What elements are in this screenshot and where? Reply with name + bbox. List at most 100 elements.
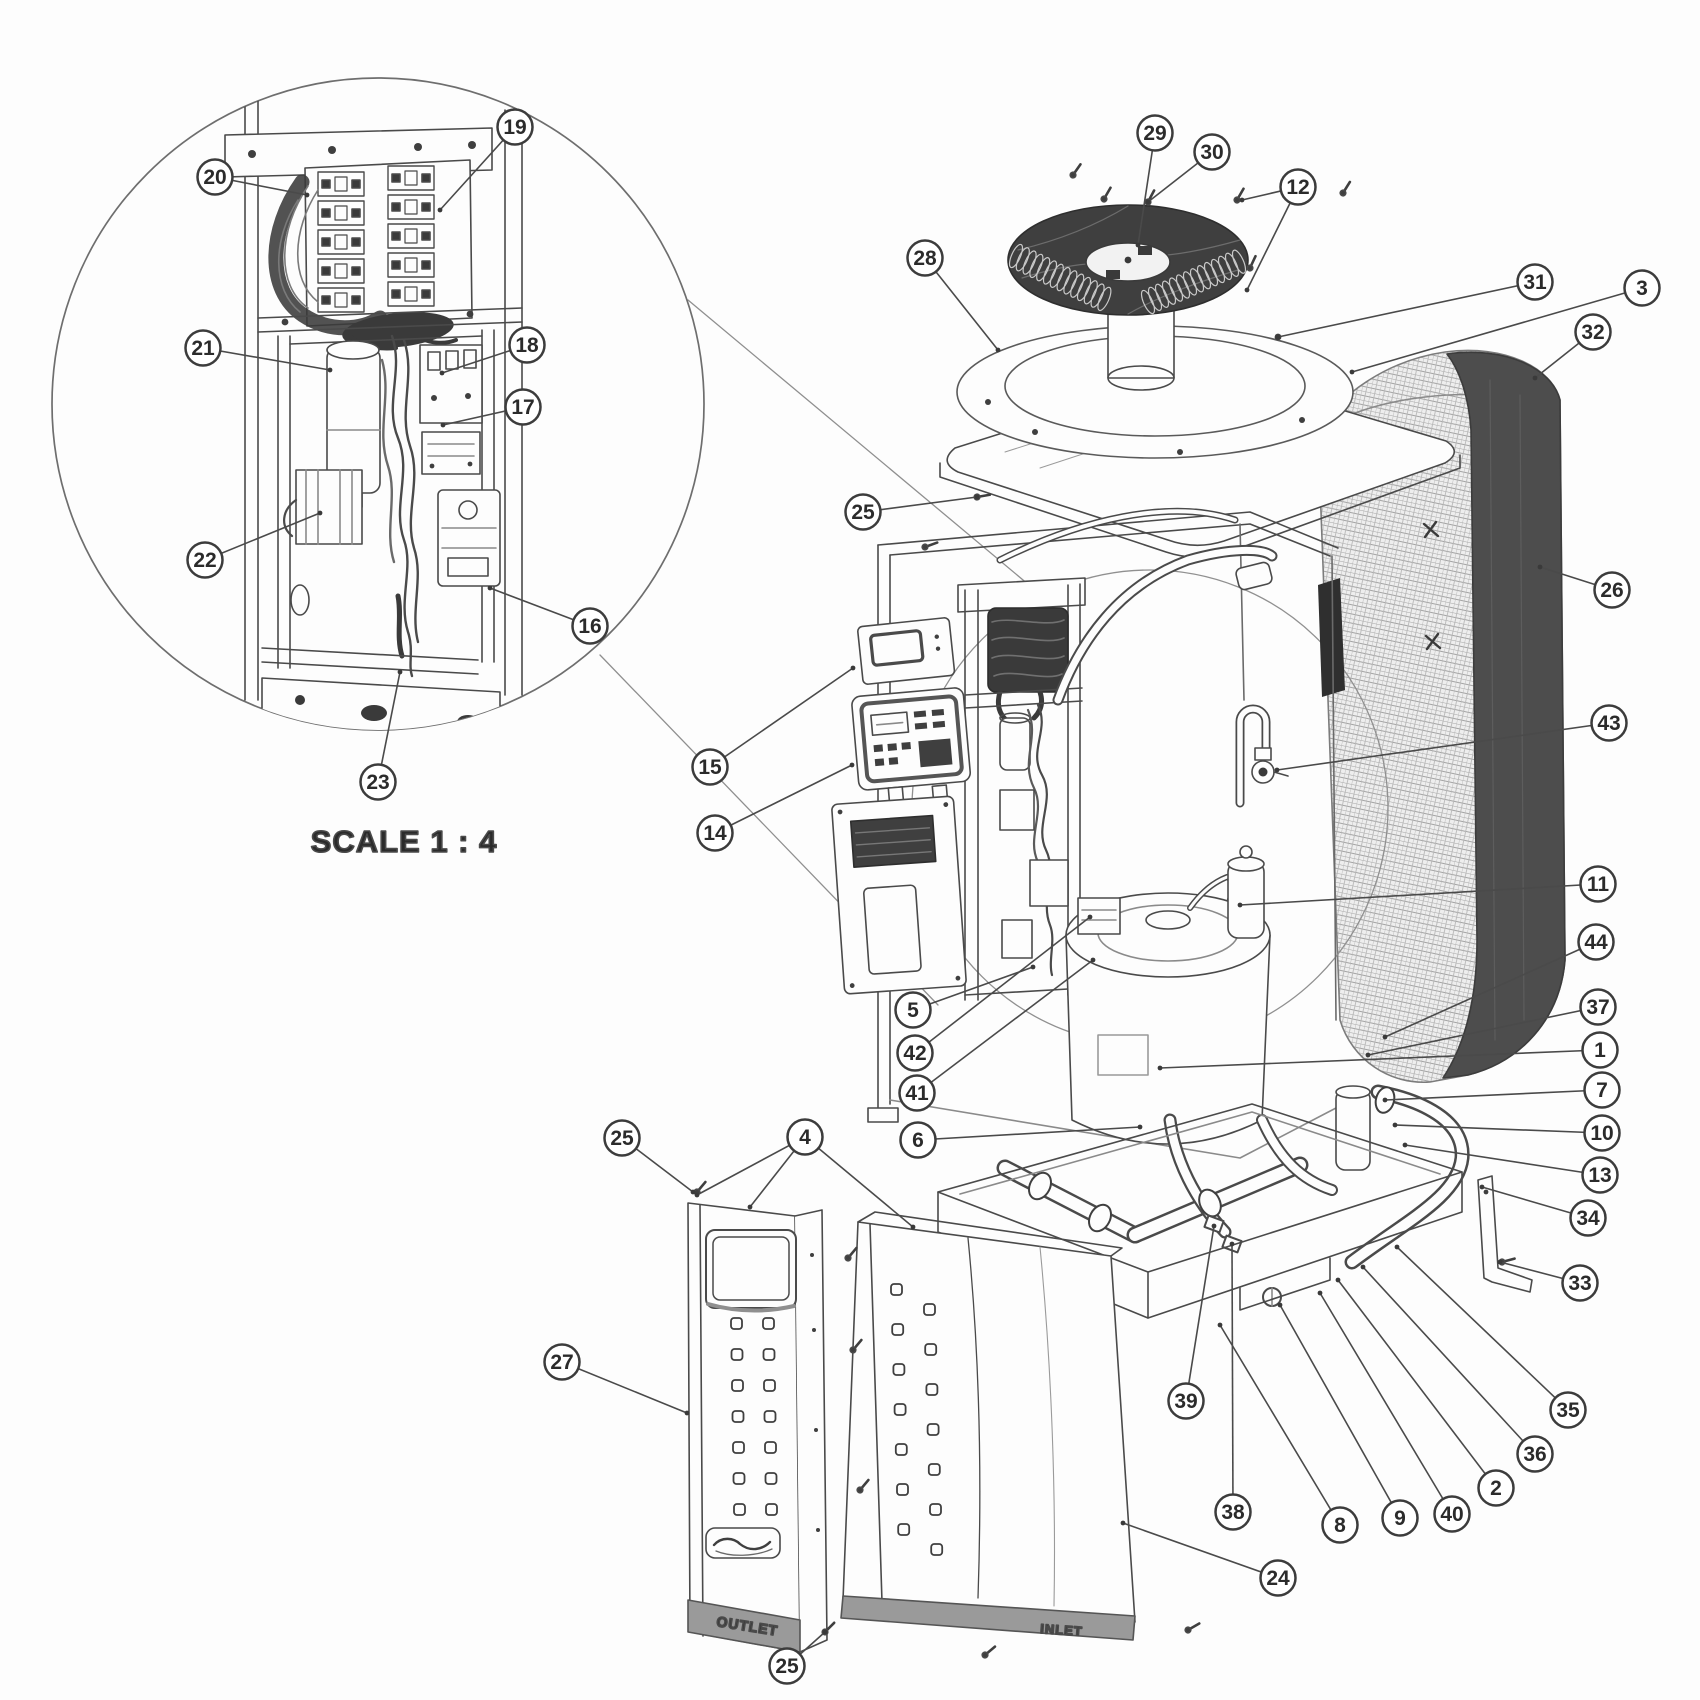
coil-clip xyxy=(1424,632,1442,651)
leader-dot-26 xyxy=(1537,564,1543,570)
vent-hole xyxy=(891,1323,905,1336)
leader-dot-42 xyxy=(1087,914,1093,920)
terminal-block xyxy=(317,229,365,255)
leader-dot-24 xyxy=(1120,1520,1126,1526)
leader-dot-4 xyxy=(910,1224,916,1230)
fan-rib xyxy=(1097,286,1112,312)
front-panel-right: INLET xyxy=(840,1211,1136,1641)
fan-rib xyxy=(1203,261,1219,287)
callout-number-42: 42 xyxy=(903,1042,926,1065)
callout-circle-10 xyxy=(1583,1114,1621,1152)
callout-number-25b: 25 xyxy=(610,1127,634,1150)
callout-circle-37 xyxy=(1579,988,1617,1026)
callout-circle-13 xyxy=(1581,1156,1619,1194)
callout-circle-3 xyxy=(1623,269,1661,307)
leader-dot-27 xyxy=(684,1410,690,1416)
terminal-block xyxy=(387,194,435,220)
leader-line-39 xyxy=(1185,1225,1215,1402)
vent-hole xyxy=(897,1523,911,1536)
callout-1: 1 xyxy=(1581,1031,1619,1069)
leader-dot-37 xyxy=(1365,1052,1371,1058)
fan-rib xyxy=(1147,286,1163,312)
leader-dot-3 xyxy=(1349,369,1355,375)
callout-32: 32 xyxy=(1574,313,1612,351)
fan-rib xyxy=(1076,276,1092,302)
screw xyxy=(1233,187,1245,204)
callout-44: 44 xyxy=(1577,923,1615,961)
leader-dot-19 xyxy=(437,207,443,213)
leader-line-41 xyxy=(916,959,1094,1094)
terminal-block xyxy=(387,252,435,278)
leader-dot-17 xyxy=(440,422,446,428)
leader-dot-2 xyxy=(1335,1277,1341,1283)
leader-line-21 xyxy=(202,347,331,371)
leader-line-44 xyxy=(1384,941,1597,1038)
callout-13: 13 xyxy=(1581,1156,1619,1194)
callout-number-32: 32 xyxy=(1581,321,1604,344)
mounting-bracket xyxy=(1477,1175,1533,1293)
fan-hub-cap xyxy=(1124,256,1132,264)
leader-dot-33 xyxy=(1497,1259,1503,1265)
leader-dot-25a xyxy=(974,494,980,500)
leader-line-13 xyxy=(1404,1144,1601,1176)
fan-rib xyxy=(1161,280,1177,305)
vent-hole xyxy=(894,1443,908,1456)
vent-hole xyxy=(732,1472,746,1485)
leader-line-2 xyxy=(1337,1279,1497,1489)
vent-hole xyxy=(764,1472,778,1485)
vent-hole xyxy=(764,1441,777,1454)
screw xyxy=(1100,186,1112,203)
callout-number-21: 21 xyxy=(191,337,215,360)
vent-holes xyxy=(730,1317,778,1516)
callout-number-28: 28 xyxy=(913,247,937,270)
callout-37: 37 xyxy=(1579,988,1617,1026)
vent-hole xyxy=(762,1317,775,1330)
callout-circle-17 xyxy=(504,388,542,426)
fan-rib xyxy=(1090,283,1105,308)
callout-number-39: 39 xyxy=(1174,1390,1197,1413)
callout-number-10: 10 xyxy=(1590,1122,1613,1145)
callout-number-16: 16 xyxy=(578,615,601,638)
callout-41: 41 xyxy=(898,1074,936,1112)
side-knockout xyxy=(290,584,310,616)
plumbing xyxy=(996,1084,1470,1307)
leader-line-31 xyxy=(1277,281,1536,338)
callout-circle-25b xyxy=(603,1119,641,1157)
callout-number-20: 20 xyxy=(203,166,226,189)
callout-number-25c: 25 xyxy=(775,1655,799,1678)
callout-number-3: 3 xyxy=(1636,277,1648,300)
callout-27: 27 xyxy=(543,1343,581,1381)
screw xyxy=(1339,180,1352,197)
callout-circle-25a xyxy=(844,493,882,531)
leader-dot-28 xyxy=(995,347,1001,353)
fan-rib xyxy=(1070,273,1085,298)
fan-rib xyxy=(1022,250,1037,275)
leader-line-37 xyxy=(1367,1006,1599,1056)
callout-14: 14 xyxy=(696,814,734,852)
callout-number-12: 12 xyxy=(1286,176,1309,199)
callout-circle-20 xyxy=(196,158,234,196)
vent-hole xyxy=(765,1503,778,1516)
leader-dot-22 xyxy=(317,510,323,516)
callout-number-44: 44 xyxy=(1584,931,1608,954)
callout-4: 4 xyxy=(786,1118,824,1156)
callout-23: 23 xyxy=(359,763,397,801)
callout-25c: 25 xyxy=(768,1647,806,1685)
vent-hole xyxy=(929,1503,942,1516)
callout-circle-16 xyxy=(571,607,609,645)
leader-dot-4 xyxy=(694,1192,700,1198)
terminal-block xyxy=(387,223,435,249)
terminal-block xyxy=(317,171,365,197)
leader-line-42 xyxy=(914,916,1091,1054)
callout-number-7: 7 xyxy=(1596,1079,1608,1102)
callout-28: 28 xyxy=(906,239,944,277)
callout-43: 43 xyxy=(1590,704,1628,742)
callout-33: 33 xyxy=(1561,1264,1599,1302)
callout-40: 40 xyxy=(1433,1495,1471,1533)
control-module xyxy=(437,489,501,587)
leader-line-1 xyxy=(1159,1049,1601,1069)
leader-dot-23 xyxy=(397,669,403,675)
leader-dot-8 xyxy=(1217,1322,1223,1328)
